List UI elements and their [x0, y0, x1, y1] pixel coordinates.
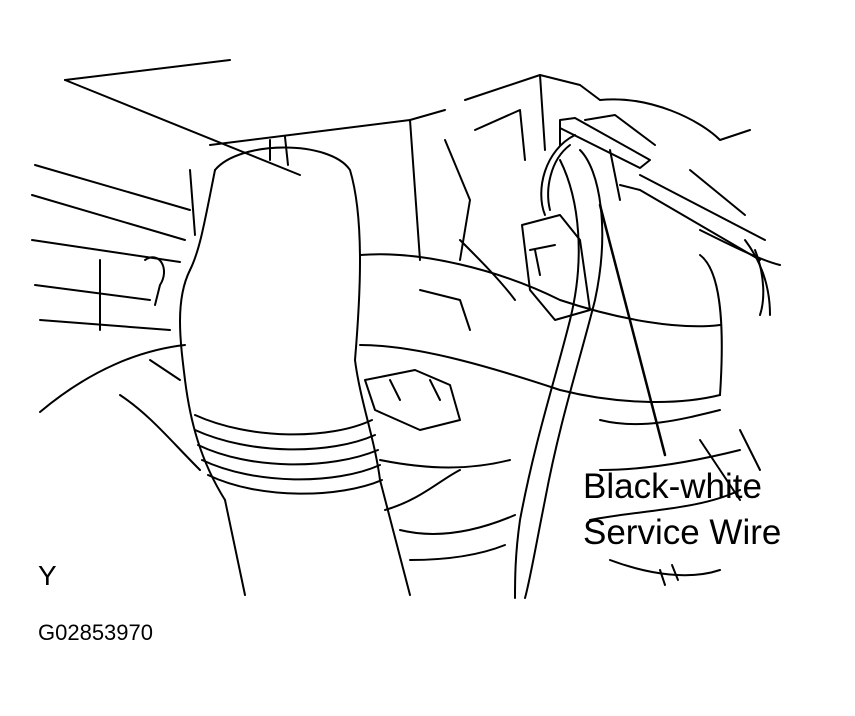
upper-components: [444, 74, 781, 266]
view-marker: Y: [38, 560, 57, 591]
lower-components: [364, 369, 761, 586]
crossover-pipe: [359, 253, 723, 403]
body-panel-lines: [31, 59, 446, 471]
figure-code: G02853970: [38, 620, 153, 645]
callout-label-line1: Black-white: [583, 467, 762, 506]
callout-leader: [598, 203, 667, 457]
connector-bracket: [419, 214, 591, 331]
service-connector: [559, 117, 766, 261]
callout-label-line2: Service Wire: [583, 513, 782, 552]
intake-hose: [179, 136, 411, 596]
